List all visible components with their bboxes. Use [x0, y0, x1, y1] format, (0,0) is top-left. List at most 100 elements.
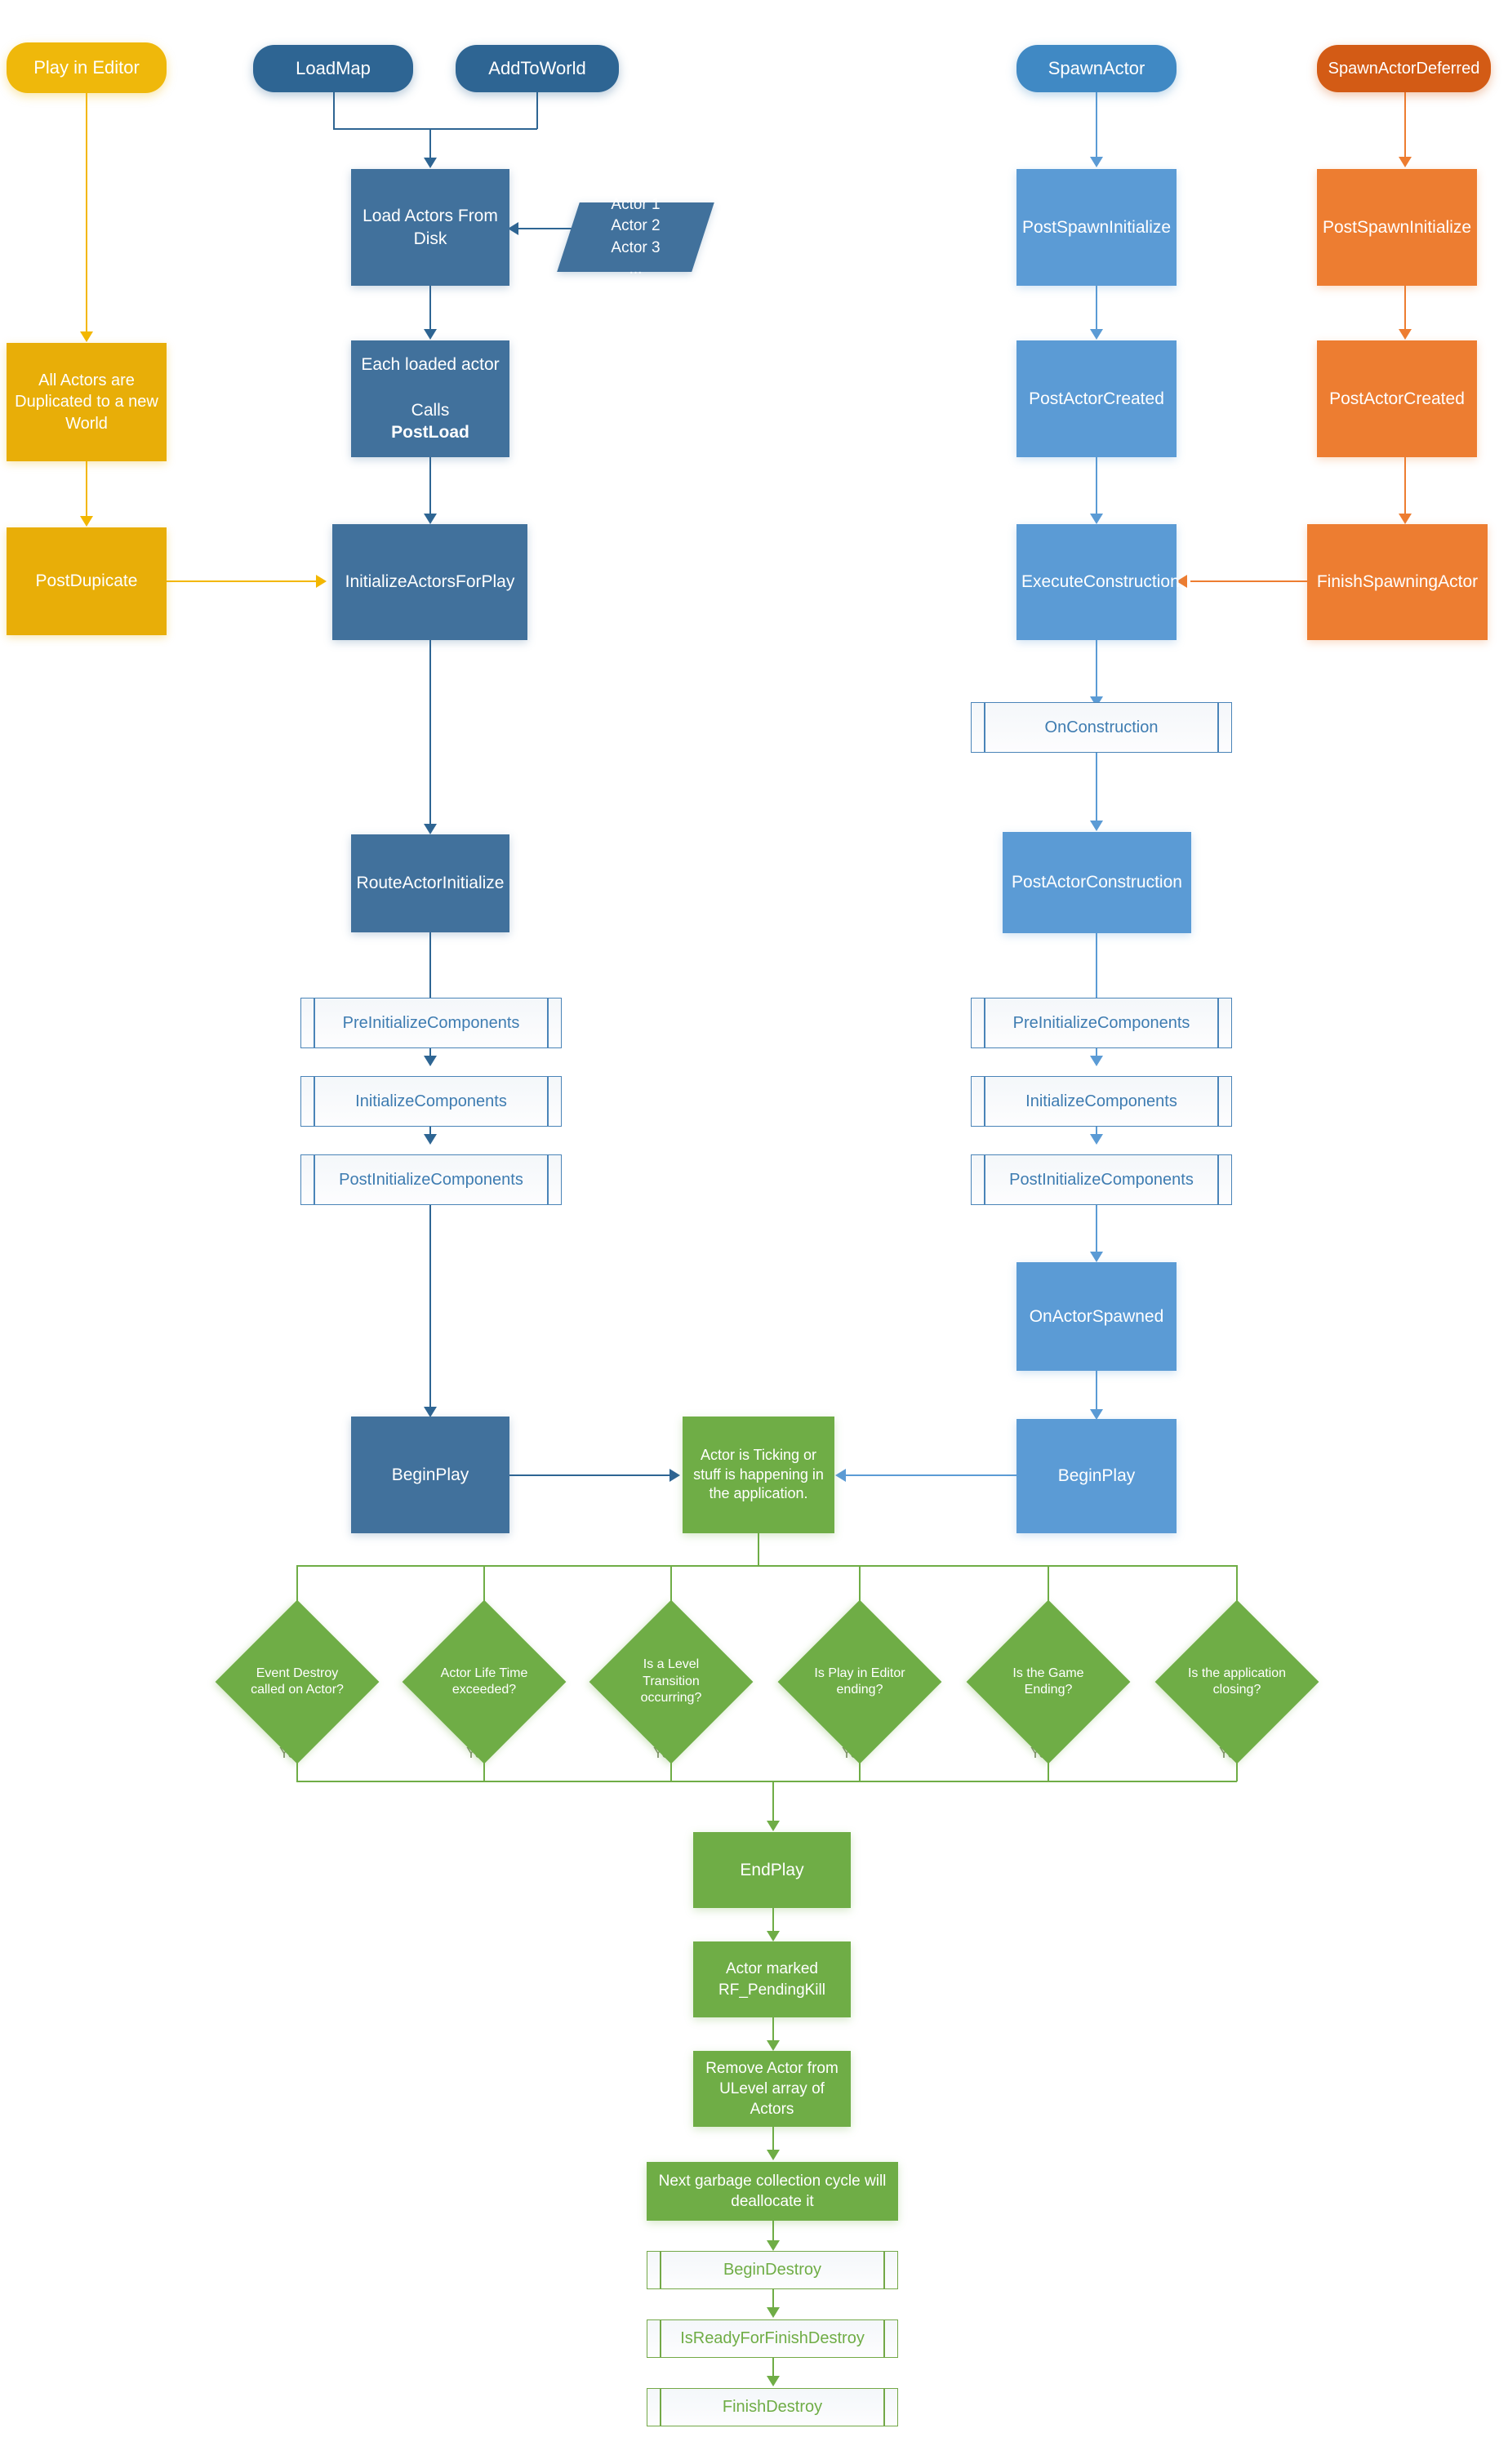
connector-postinit-to-beginplay-left [429, 1205, 431, 1409]
arrowhead-down [767, 2150, 780, 2160]
arrowhead-down [767, 2040, 780, 2051]
terminator-add-to-world[interactable]: AddToWorld [456, 45, 619, 92]
arrowhead-down [767, 2307, 780, 2318]
connector-join-down [429, 128, 431, 161]
process-garbage-collection[interactable]: Next garbage collection cycle will deall… [647, 2162, 898, 2221]
process-end-play[interactable]: EndPlay [693, 1832, 851, 1908]
connector-beginplay-left-to-ticking [509, 1474, 670, 1476]
connector-ticking-down [758, 1533, 759, 1566]
connector-pendingkill-to-remove [772, 2017, 774, 2043]
subroutine-bar-left [984, 1155, 985, 1204]
connector-endplay-to-pendingkill [772, 1908, 774, 1933]
terminator-play-in-editor[interactable]: Play in Editor [7, 42, 167, 93]
decision-level-transition[interactable]: Is a Level Transition occurring? [589, 1599, 754, 1764]
arrowhead-down [1090, 329, 1103, 340]
process-begin-play-left[interactable]: BeginPlay [351, 1417, 509, 1533]
terminator-load-map[interactable]: LoadMap [253, 45, 413, 92]
connector-gc-to-begindestroy [772, 2221, 774, 2243]
data-actor-list-text: Actor 1 Actor 2 Actor 3 ... [611, 196, 661, 278]
arrowhead-down [424, 1134, 437, 1145]
connector-preinit-to-init-left [429, 1048, 431, 1060]
terminator-spawn-actor-deferred[interactable]: SpawnActorDeferred [1317, 45, 1491, 92]
arrowhead-down [424, 329, 437, 340]
connector-postspawn-to-postactorcreated-orange [1404, 286, 1406, 331]
decision-event-destroy[interactable]: Event Destroy called on Actor? [215, 1599, 380, 1764]
decision-application-closing[interactable]: Is the application closing? [1154, 1599, 1319, 1764]
postload-bold: PostLoad [391, 423, 469, 443]
decision-actor-lifetime[interactable]: Actor Life Time exceeded? [402, 1599, 567, 1764]
postload-line1: Each loaded actor [361, 355, 500, 375]
process-actor-ticking[interactable]: Actor is Ticking or stuff is happening i… [683, 1417, 834, 1533]
subroutine-post-initialize-components-right[interactable]: PostInitializeComponents [971, 1154, 1232, 1205]
decision-game-ending[interactable]: Is the Game Ending? [966, 1599, 1131, 1764]
process-finish-spawning-actor[interactable]: FinishSpawningActor [1307, 524, 1488, 640]
arrowhead-down [1399, 329, 1412, 340]
terminator-spawn-actor[interactable]: SpawnActor [1016, 45, 1177, 92]
process-route-actor-initialize[interactable]: RouteActorInitialize [351, 834, 509, 932]
connector-drop-3 [670, 1565, 672, 1610]
process-post-actor-construction[interactable]: PostActorConstruction [1003, 832, 1191, 933]
connector-drop-5 [1048, 1565, 1049, 1610]
arrowhead-down [1399, 157, 1412, 167]
data-actor-list[interactable]: Actor 1 Actor 2 Actor 3 ... [557, 196, 714, 278]
subroutine-bar-left [660, 2252, 661, 2288]
connector-init-to-postinit-right [1096, 1127, 1097, 1138]
process-begin-play-right[interactable]: BeginPlay [1016, 1419, 1177, 1533]
subroutine-pre-initialize-components-left[interactable]: PreInitializeComponents [300, 998, 562, 1048]
connector-remove-to-gc [772, 2127, 774, 2152]
connector-duplicate-to-postduplicate [86, 461, 87, 518]
connector-postload-to-initactors [429, 457, 431, 516]
subroutine-initialize-components-right[interactable]: InitializeComponents [971, 1076, 1232, 1127]
subroutine-bar-left [314, 1077, 315, 1126]
subroutine-bar-right [883, 2389, 885, 2426]
arrowhead-down [80, 331, 93, 342]
subroutine-pre-initialize-components-right[interactable]: PreInitializeComponents [971, 998, 1232, 1048]
connector-executeconstruction-to-onconstruction [1096, 640, 1097, 699]
subroutine-bar-left [984, 998, 985, 1047]
process-all-actors-duplicated[interactable]: All Actors are Duplicated to a new World [7, 343, 167, 461]
subroutine-post-initialize-components-left[interactable]: PostInitializeComponents [300, 1154, 562, 1205]
arrowhead-right [316, 575, 327, 588]
process-post-actor-created-blue[interactable]: PostActorCreated [1016, 340, 1177, 457]
connector-actorlist-to-loadactors [518, 228, 600, 229]
connector-onactorspawned-to-beginplay [1096, 1371, 1097, 1412]
arrowhead-down [1090, 514, 1103, 524]
process-each-loaded-actor-postload[interactable]: Each loaded actor Calls PostLoad [351, 340, 509, 457]
process-load-actors-from-disk[interactable]: Load Actors From Disk [351, 169, 509, 286]
connector-finishspawning-to-executeconstruction [1190, 580, 1309, 582]
subroutine-on-construction[interactable]: OnConstruction [971, 702, 1232, 753]
process-initialize-actors-for-play[interactable]: InitializeActorsForPlay [332, 524, 527, 640]
process-actor-marked-pendingkill[interactable]: Actor marked RF_PendingKill [693, 1941, 851, 2017]
process-remove-actor-from-ulevel[interactable]: Remove Actor from ULevel array of Actors [693, 2051, 851, 2127]
connector-initactors-to-routeactor [429, 640, 431, 826]
process-post-spawn-initialize-blue[interactable]: PostSpawnInitialize [1016, 169, 1177, 286]
connector-postduplicate-to-initactors [167, 580, 317, 582]
arrowhead-down [1399, 514, 1412, 524]
subroutine-initialize-components-left[interactable]: InitializeComponents [300, 1076, 562, 1127]
arrowhead-down [424, 158, 437, 168]
process-post-duplicate[interactable]: PostDupicate [7, 527, 167, 635]
connector-decision-bus-bottom [296, 1781, 1237, 1782]
connector-init-to-postinit-left [429, 1127, 431, 1138]
subroutine-bar-left [314, 998, 315, 1047]
subroutine-begin-destroy[interactable]: BeginDestroy [647, 2251, 898, 2289]
process-post-spawn-initialize-orange[interactable]: PostSpawnInitialize [1317, 169, 1477, 286]
process-on-actor-spawned[interactable]: OnActorSpawned [1016, 1262, 1177, 1371]
arrowhead-down [767, 2376, 780, 2386]
connector-spawnactor-to-postspawn [1096, 92, 1097, 159]
connector-isready-to-finishdestroy [772, 2358, 774, 2377]
subroutine-bar-right [1217, 1155, 1219, 1204]
subroutine-bar-left [314, 1155, 315, 1204]
arrowhead-left [835, 1469, 846, 1482]
process-execute-construction[interactable]: ExecuteConstruction [1016, 524, 1180, 640]
arrowhead-down [424, 824, 437, 834]
connector-drop-6 [1236, 1565, 1238, 1610]
process-post-actor-created-orange[interactable]: PostActorCreated [1317, 340, 1477, 457]
arrowhead-down [424, 1407, 437, 1417]
connector-postspawn-to-postactorcreated-blue [1096, 286, 1097, 331]
subroutine-is-ready-for-finish-destroy[interactable]: IsReadyForFinishDestroy [647, 2319, 898, 2358]
decision-play-in-editor-ending[interactable]: Is Play in Editor ending? [777, 1599, 942, 1764]
arrowhead-down [1090, 821, 1103, 831]
subroutine-finish-destroy[interactable]: FinishDestroy [647, 2388, 898, 2426]
connector-preinit-to-init-right [1096, 1048, 1097, 1060]
